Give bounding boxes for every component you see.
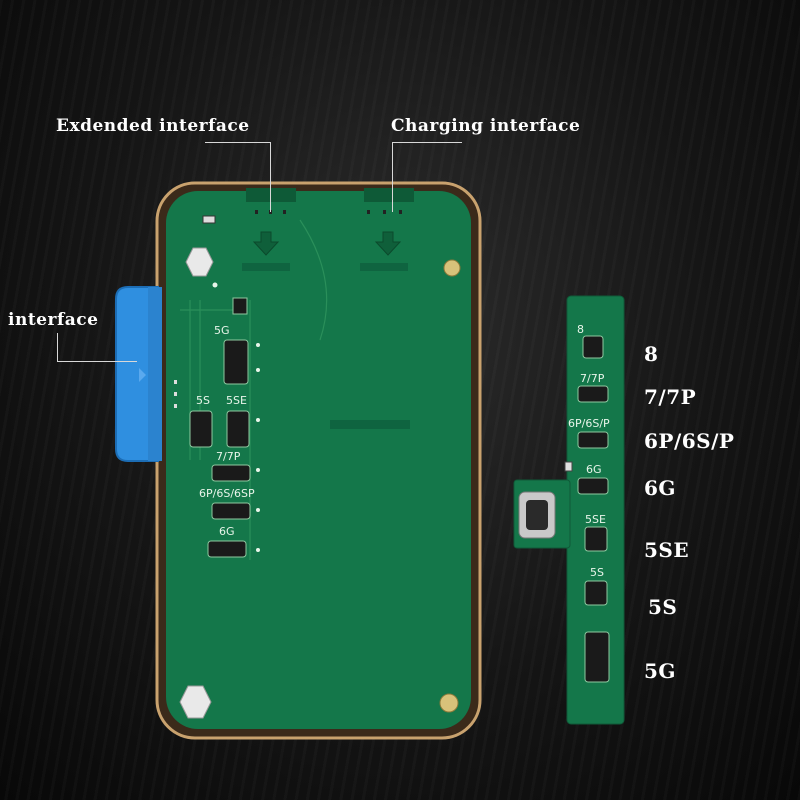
model-label-6g: 6G xyxy=(644,476,676,500)
main-board-connectors xyxy=(189,297,251,558)
pcb-silk-title xyxy=(330,420,410,429)
extended-connector xyxy=(246,188,296,202)
strip-silk-7-7p: 7/7P xyxy=(580,372,605,385)
hex-standoff-top xyxy=(185,247,214,277)
strip-connectors xyxy=(577,335,610,683)
interface-pins xyxy=(174,380,177,408)
extended-leader-horizontal xyxy=(205,142,271,143)
silk-5g: 5G xyxy=(214,324,230,337)
blue-interface-clip xyxy=(115,286,159,462)
strip-silk-8: 8 xyxy=(577,323,584,336)
charging-connector xyxy=(364,188,414,202)
strip-silk-5se: 5SE xyxy=(585,513,606,526)
strip-silk-5s: 5S xyxy=(590,566,604,579)
silk-7-7p: 7/7P xyxy=(216,450,241,463)
down-arrow-left xyxy=(252,231,280,256)
extended-interface-label: Exdended interface xyxy=(56,116,250,136)
strip-silk-6p-6s-p: 6P/6S/P xyxy=(568,417,610,430)
pcb-pads xyxy=(212,282,260,552)
main-board-pcb xyxy=(166,191,471,729)
silk-6p-6s-6sp: 6P/6S/6SP xyxy=(199,487,255,500)
down-arrow-right xyxy=(374,231,402,256)
model-label-7-7p: 7/7P xyxy=(644,385,697,409)
interface-label: interface xyxy=(8,310,99,330)
extended-leader-vertical xyxy=(270,142,271,212)
silk-5se: 5SE xyxy=(226,394,247,407)
silk-5s: 5S xyxy=(196,394,210,407)
charging-leader-vertical xyxy=(392,142,393,212)
model-label-5g: 5G xyxy=(644,659,676,683)
silk-6g: 6G xyxy=(219,525,235,538)
interface-leader-horizontal xyxy=(57,361,137,362)
interface-leader-vertical xyxy=(57,333,58,361)
mount-hole-top-right xyxy=(443,259,461,277)
model-label-8: 8 xyxy=(644,342,659,366)
model-label-5s: 5S xyxy=(648,595,678,619)
charging-leader-horizontal xyxy=(392,142,462,143)
connector-pins xyxy=(255,210,402,214)
hex-standoff-bottom xyxy=(179,685,212,719)
mount-hole-bottom-right xyxy=(439,693,459,713)
charging-interface-label: Charging interface xyxy=(391,116,581,136)
model-label-6p-6s-p: 6P/6S/P xyxy=(644,429,735,453)
model-label-5se: 5SE xyxy=(644,538,690,562)
strip-silk-6g: 6G xyxy=(586,463,602,476)
